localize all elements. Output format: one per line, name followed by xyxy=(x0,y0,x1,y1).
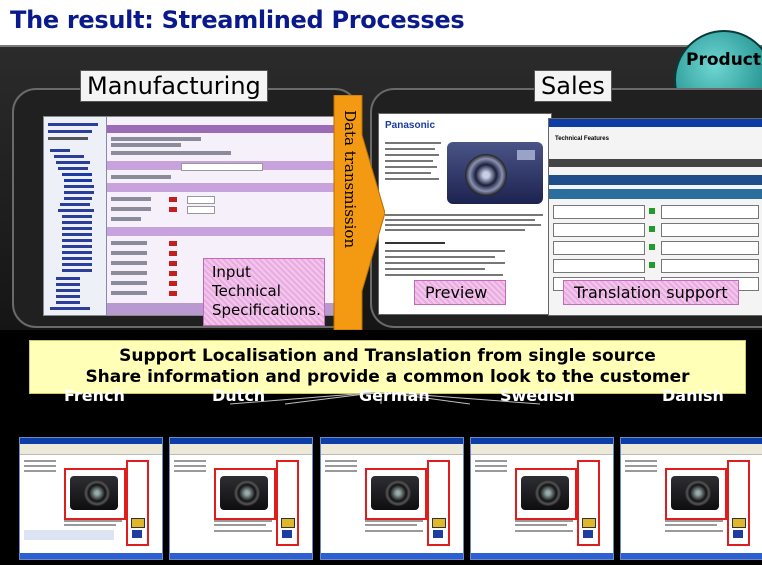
input-specs-note: Input Technical Specifications. xyxy=(203,258,325,326)
language-dutch: Dutch xyxy=(212,386,266,405)
camera-highlight xyxy=(64,468,126,520)
badge-highlight xyxy=(126,460,149,546)
camera-highlight xyxy=(515,468,577,520)
danish-page-thumbnail xyxy=(620,437,762,560)
badge-highlight xyxy=(577,460,600,546)
panasonic-logo: Panasonic xyxy=(385,120,436,131)
data-transmission-label: Data transmission xyxy=(341,110,359,249)
support-line-2: Share information and provide a common l… xyxy=(85,367,690,387)
camera-highlight xyxy=(214,468,276,520)
product-tree xyxy=(44,117,107,315)
translation-support-tag: Translation support xyxy=(563,280,739,305)
language-french: French xyxy=(64,386,125,405)
swedish-page-thumbnail xyxy=(470,437,614,560)
support-line-1: Support Localisation and Translation fro… xyxy=(119,346,656,366)
dutch-page-thumbnail xyxy=(169,437,313,560)
translation-heading: Technical Features xyxy=(555,136,609,142)
note-line-1: Input xyxy=(212,263,251,281)
german-page-thumbnail xyxy=(320,437,464,560)
badge-highlight xyxy=(727,460,750,546)
badge-highlight xyxy=(276,460,299,546)
language-german: German xyxy=(359,386,430,405)
connector-lines xyxy=(229,392,541,405)
data-transmission-arrow xyxy=(333,95,385,330)
camera-highlight xyxy=(665,468,727,520)
camera-highlight xyxy=(365,468,427,520)
note-line-3: Specifications. xyxy=(212,301,321,319)
manufacturing-label: Manufacturing xyxy=(80,70,268,102)
note-line-2: Technical xyxy=(212,282,281,300)
title-bar: The result: Streamlined Processes xyxy=(0,0,762,47)
slide-title: The result: Streamlined Processes xyxy=(10,6,465,34)
camera-image xyxy=(447,142,543,204)
language-swedish: Swedish xyxy=(500,386,576,405)
product-badge-label: Product xyxy=(686,50,761,70)
french-page-thumbnail xyxy=(19,437,163,560)
badge-highlight xyxy=(427,460,450,546)
sales-label: Sales xyxy=(534,70,612,102)
language-danish: Danish xyxy=(662,386,724,405)
support-banner: Support Localisation and Translation fro… xyxy=(29,340,746,394)
preview-tag: Preview xyxy=(414,280,506,305)
